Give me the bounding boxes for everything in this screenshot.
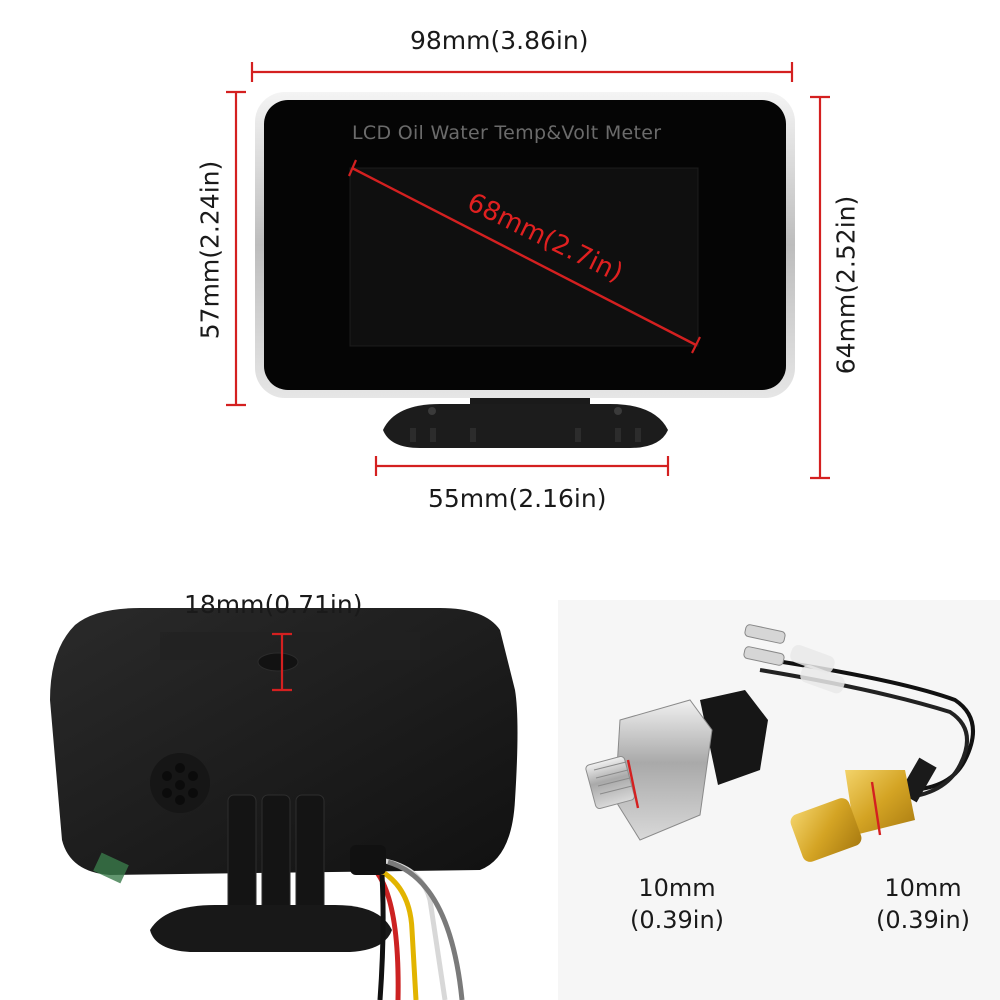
depth-label: 18mm(0.71in) xyxy=(184,590,363,619)
oil-pressure-sensor xyxy=(585,690,768,841)
temp-sensor-size-mm: 10mm xyxy=(884,874,962,902)
mount-bracket xyxy=(227,794,325,936)
oil-sensor-size-mm: 10mm xyxy=(638,874,716,902)
right-height-label: 64mm(2.52in) xyxy=(831,195,861,375)
sensor-connector xyxy=(700,690,768,785)
mount-knob xyxy=(257,652,299,672)
water-temp-sensor xyxy=(743,624,975,862)
back-stand-base xyxy=(150,905,392,952)
gauge-stand-base xyxy=(383,404,668,448)
dimension-lines xyxy=(226,62,830,480)
temp-sensor-size-in: (0.39in) xyxy=(875,906,971,934)
spade-terminals xyxy=(743,624,845,694)
gauge-front-view xyxy=(255,92,795,448)
left-height-label: 57mm(2.24in) xyxy=(195,160,225,340)
sensor-brass-hex xyxy=(845,770,915,835)
depth-dimension-line xyxy=(272,632,292,692)
screen-title: LCD Oil Water Temp&Volt Meter xyxy=(352,122,662,144)
sensor-brass-probe xyxy=(790,798,862,862)
oil-sensor-size-label: 10mm (0.39in) xyxy=(612,872,742,936)
top-width-label: 98mm(3.86in) xyxy=(410,26,589,55)
gauge-back-view xyxy=(50,608,518,1000)
oil-sensor-size-in: (0.39in) xyxy=(629,906,725,934)
buzzer-vent xyxy=(150,753,210,813)
temp-sensor-size-label: 10mm (0.39in) xyxy=(858,872,988,936)
base-width-label: 55mm(2.16in) xyxy=(428,484,607,513)
